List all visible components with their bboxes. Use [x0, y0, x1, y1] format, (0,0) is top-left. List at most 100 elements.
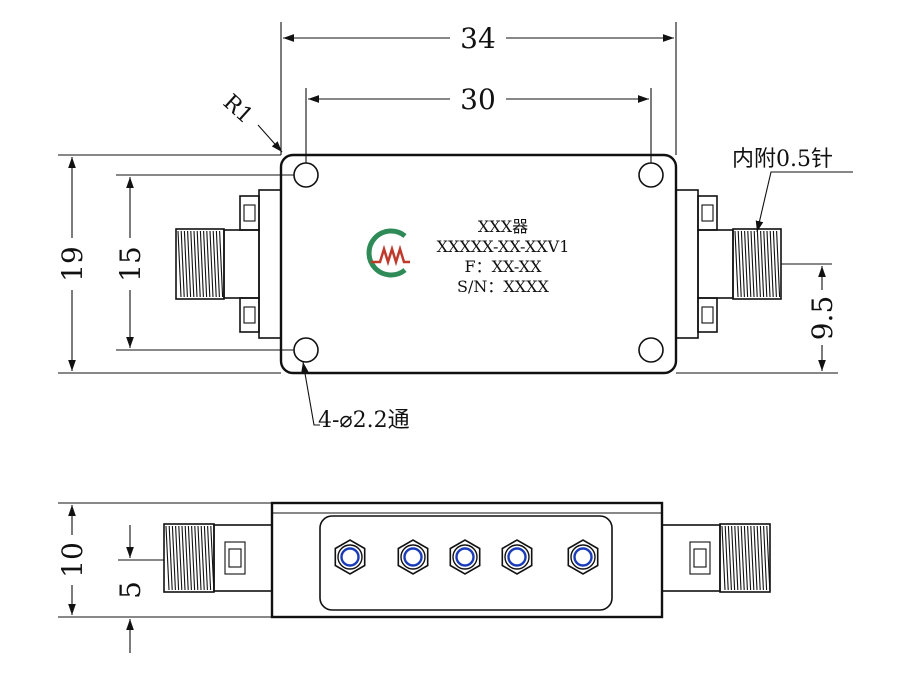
thread-line [753, 230, 758, 298]
mounting-hole-bl [293, 337, 319, 363]
thread-line [203, 525, 208, 591]
thread-line [200, 525, 205, 591]
feedthrough-pins [334, 539, 599, 575]
thread-line [731, 525, 736, 591]
dimension-hole-height: 15 [114, 177, 147, 348]
label-model: XXXXX-XX-XXV1 [437, 237, 570, 256]
feedthrough-pin-icon [567, 539, 599, 575]
sma-thread-right [734, 230, 781, 298]
label-serial: S/N：XXXX [457, 277, 550, 296]
thread-line [183, 230, 188, 298]
thread-line [759, 525, 764, 591]
feedthrough-pin-icon [397, 539, 429, 575]
dim-9-5-text: 9.5 [806, 296, 839, 341]
thread-line [219, 230, 224, 298]
thread-line [199, 230, 204, 298]
side-sma-connector-left [163, 523, 273, 593]
dimension-overall-width: 34 [283, 22, 674, 55]
thread-line [194, 525, 199, 591]
note-holes-text: 4-⌀2.2通 [318, 408, 410, 433]
feedthrough-ring [507, 547, 527, 567]
thread-line [196, 230, 201, 298]
thread-line [184, 525, 189, 591]
note-pin-text: 内附0.5针 [732, 147, 833, 172]
note-holes: 4-⌀2.2通 [301, 361, 410, 433]
thread-line [209, 230, 214, 298]
thread-line [197, 525, 202, 591]
thread-line [747, 230, 752, 298]
thread-line [215, 230, 220, 298]
thread-line [734, 525, 739, 591]
side-view: 10 5 [56, 501, 771, 653]
thread-line [181, 525, 186, 591]
thread-line [744, 230, 749, 298]
dim-19-text: 19 [56, 246, 89, 282]
thread-line [763, 525, 768, 591]
thread-line [178, 525, 183, 591]
feedthrough-ring [455, 547, 475, 567]
thread-line [171, 525, 176, 591]
dimension-connector-offset: 9.5 [806, 266, 839, 371]
dim-30-text: 30 [460, 83, 496, 116]
dim-5-text: 5 [114, 581, 147, 599]
label-frequency: F：XX-XX [465, 257, 543, 276]
thread-line [740, 230, 745, 298]
thread-line [210, 525, 215, 591]
thread-line [175, 525, 180, 591]
company-logo-icon [366, 228, 410, 278]
top-view: XXX器 XXXXX-XX-XXV1 F：XX-XX S/N：XXXX 34 3… [56, 22, 853, 433]
thread-line [769, 230, 774, 298]
dim-15-text: 15 [114, 246, 147, 282]
thread-line [724, 525, 729, 591]
thread-line [747, 525, 752, 591]
thread-line [776, 230, 781, 298]
thread-line [190, 230, 195, 298]
thread-line [207, 525, 212, 591]
thread-line [763, 230, 768, 298]
thread-line [168, 525, 173, 591]
feedthrough-ring [452, 544, 478, 570]
thread-line [772, 230, 777, 298]
label-name: XXX器 [478, 217, 528, 236]
thread-line [750, 230, 755, 298]
dimension-overall-height: 19 [56, 157, 89, 371]
mounting-hole-br [638, 337, 664, 363]
thread-line [734, 230, 739, 298]
note-corner-radius: R1 [218, 90, 283, 153]
mounting-hole-tl [293, 162, 319, 188]
thread-line [191, 525, 196, 591]
dimension-hole-width: 30 [308, 83, 649, 116]
feedthrough-ring [337, 544, 363, 570]
thread-line [187, 230, 192, 298]
dim-34-text: 34 [460, 22, 496, 55]
feedthrough-ring [340, 547, 360, 567]
feedthrough-ring [573, 547, 593, 567]
thread-line [212, 230, 217, 298]
feedthrough-panel [319, 515, 613, 611]
thread-line [766, 230, 771, 298]
thread-line [180, 230, 185, 298]
dim-10-text: 10 [56, 542, 89, 578]
feedthrough-ring [403, 547, 423, 567]
thread-line [766, 525, 771, 591]
sma-thread-left [177, 230, 224, 298]
dimension-side-height: 10 [56, 505, 89, 615]
feedthrough-pin-icon [449, 539, 481, 575]
feedthrough-pin-icon [501, 539, 533, 575]
thread-line [756, 525, 761, 591]
thread-line [177, 230, 182, 298]
sma-connector-right [675, 189, 832, 339]
thread-line [743, 525, 748, 591]
extension-lines-top [58, 22, 838, 374]
thread-line [206, 230, 211, 298]
feedthrough-ring [504, 544, 530, 570]
thread-line [737, 230, 742, 298]
note-r1-text: R1 [218, 90, 257, 129]
thread-line [737, 525, 742, 591]
thread-line [753, 525, 758, 591]
mounting-hole-tr [638, 162, 664, 188]
dimension-side-connector: 5 [114, 525, 147, 653]
thread-line [721, 525, 726, 591]
